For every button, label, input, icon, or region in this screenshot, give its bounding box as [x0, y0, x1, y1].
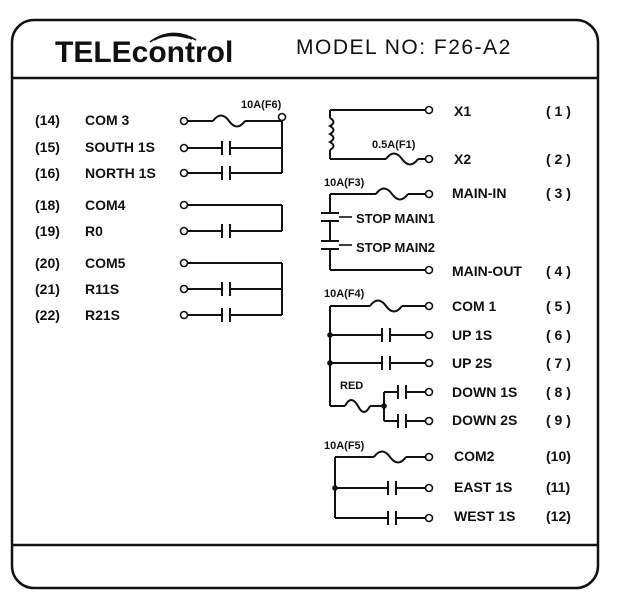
svg-text:EAST 1S: EAST 1S — [454, 479, 512, 495]
svg-text:X2: X2 — [454, 151, 471, 167]
svg-text:UP 2S: UP 2S — [452, 355, 492, 371]
svg-text:MAIN-OUT: MAIN-OUT — [452, 263, 522, 279]
svg-text:RED: RED — [340, 380, 363, 392]
svg-text:(12): (12) — [546, 508, 571, 524]
svg-text:COM4: COM4 — [85, 197, 126, 213]
logo-arc-icon — [149, 32, 197, 43]
svg-text:X1: X1 — [454, 103, 471, 119]
svg-text:( 6 ): ( 6 ) — [546, 327, 571, 343]
logo: TELEcontrol — [55, 36, 233, 69]
svg-text:(20): (20) — [35, 255, 60, 271]
outer-frame — [10, 18, 600, 590]
svg-text:UP 1S: UP 1S — [452, 327, 492, 343]
fuse-icon — [385, 152, 419, 166]
svg-text:10A(F5): 10A(F5) — [324, 440, 365, 452]
svg-text:( 1 ): ( 1 ) — [546, 103, 571, 119]
svg-text:(10): (10) — [546, 448, 571, 464]
left-group-com3: 10A(F6) — [179, 99, 287, 180]
main-contactor-circuit: 10A(F3) STOP MAIN1 STOP MAIN2 — [321, 177, 435, 275]
svg-text:(16): (16) — [35, 165, 60, 181]
left-group-com5 — [179, 258, 283, 322]
svg-text:( 2 ): ( 2 ) — [546, 151, 571, 167]
svg-text:0.5A(F1): 0.5A(F1) — [372, 139, 416, 151]
svg-text:COM5: COM5 — [85, 255, 126, 271]
transformer-coil-icon: 0.5A(F1) — [327, 105, 434, 166]
svg-text:R0: R0 — [85, 223, 103, 239]
red-link-icon — [344, 399, 371, 413]
svg-text:WEST 1S: WEST 1S — [454, 508, 515, 524]
svg-text:(14): (14) — [35, 112, 60, 128]
svg-text:( 8 ): ( 8 ) — [546, 384, 571, 400]
svg-text:( 9 ): ( 9 ) — [546, 412, 571, 428]
left-group-com4 — [179, 200, 283, 238]
svg-text:10A(F6): 10A(F6) — [241, 99, 282, 111]
fuse-icon — [369, 299, 403, 313]
svg-text:COM2: COM2 — [454, 448, 495, 464]
svg-text:(11): (11) — [546, 479, 570, 495]
svg-text:COM 1: COM 1 — [452, 298, 497, 314]
svg-text:( 5 ): ( 5 ) — [546, 298, 571, 314]
fuse-icon — [373, 450, 407, 464]
svg-text:COM 3: COM 3 — [85, 112, 130, 128]
svg-text:( 7 ): ( 7 ) — [546, 355, 571, 371]
svg-text:(21): (21) — [35, 281, 60, 297]
fuse-icon — [375, 187, 409, 201]
svg-text:MAIN-IN: MAIN-IN — [452, 185, 506, 201]
right-labels: X1 ( 1 ) X2 ( 2 ) MAIN-IN ( 3 ) MAIN-OUT… — [452, 103, 571, 524]
com1-circuit: 10A(F4) RED — [324, 288, 434, 428]
svg-text:DOWN 1S: DOWN 1S — [452, 384, 517, 400]
svg-text:STOP MAIN1: STOP MAIN1 — [356, 211, 435, 226]
svg-text:10A(F3): 10A(F3) — [324, 177, 365, 189]
svg-text:R11S: R11S — [85, 281, 119, 297]
svg-text:( 3 ): ( 3 ) — [546, 185, 571, 201]
svg-text:(22): (22) — [35, 307, 60, 323]
com2-circuit: 10A(F5) — [324, 440, 434, 525]
svg-text:R21S: R21S — [85, 307, 120, 323]
svg-text:(18): (18) — [35, 197, 60, 213]
left-labels: (14) COM 3 (15) SOUTH 1S (16) NORTH 1S (… — [35, 112, 156, 323]
fuse-icon — [212, 114, 246, 128]
svg-text:( 4 ): ( 4 ) — [546, 263, 571, 279]
svg-text:10A(F4): 10A(F4) — [324, 288, 365, 300]
svg-text:DOWN 2S: DOWN 2S — [452, 412, 517, 428]
svg-text:NORTH 1S: NORTH 1S — [85, 165, 156, 181]
svg-text:(15): (15) — [35, 139, 60, 155]
model-number: MODEL NO: F26-A2 — [296, 36, 512, 59]
svg-text:STOP MAIN2: STOP MAIN2 — [356, 240, 435, 255]
svg-text:SOUTH 1S: SOUTH 1S — [85, 139, 155, 155]
svg-text:(19): (19) — [35, 223, 60, 239]
